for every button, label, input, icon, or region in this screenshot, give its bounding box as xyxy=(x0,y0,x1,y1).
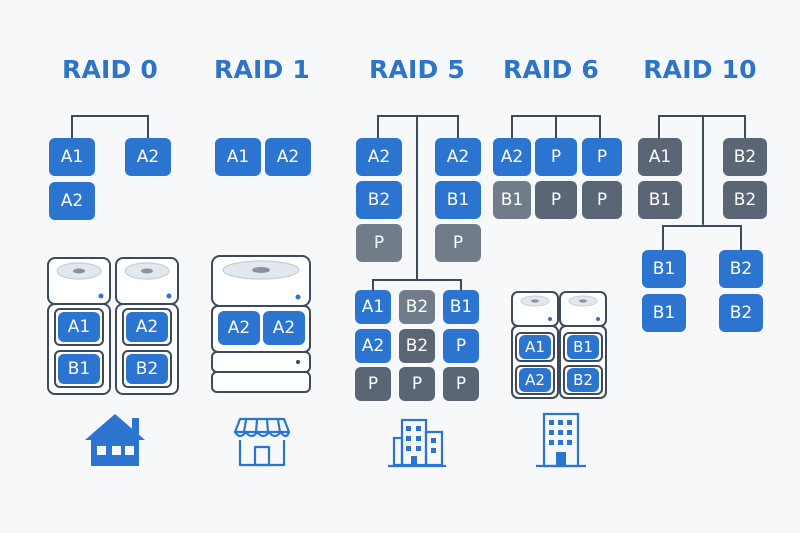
raid1-bay-block: A2 xyxy=(218,311,260,345)
storefront-icon xyxy=(233,417,291,467)
raid5-block: B1 xyxy=(435,181,481,219)
raid0-bay-block: B1 xyxy=(58,354,100,384)
raid10-sub-connector xyxy=(662,225,742,251)
raid1-server-unit-2 xyxy=(211,371,311,393)
raid6-block: B1 xyxy=(493,181,531,219)
tall-building-icon xyxy=(536,412,586,468)
raid1-block: A1 xyxy=(215,138,261,176)
raid0-block: A1 xyxy=(49,138,95,176)
raid10-sub-block: B1 xyxy=(642,250,686,288)
raid0-bay-block: B2 xyxy=(126,354,168,384)
raid0-block: A2 xyxy=(49,182,95,220)
raid5-block: A2 xyxy=(356,138,402,176)
connector-lines xyxy=(71,115,746,291)
raid6-bay-block: A1 xyxy=(519,335,551,359)
raid5-grid-block: A2 xyxy=(355,329,391,363)
raid0-bay-block: A2 xyxy=(126,312,168,342)
raid5-grid-block: B2 xyxy=(399,290,435,324)
raid5-parity-block: P xyxy=(435,224,481,262)
raid0-block: A2 xyxy=(125,138,171,176)
raid6-block: P xyxy=(535,181,577,219)
raid1-title: RAID 1 xyxy=(214,55,310,84)
raid6-disk-platters xyxy=(520,295,600,321)
raid6-block: P xyxy=(582,181,622,219)
raid6-block: P xyxy=(535,138,577,176)
raid5-top-connector xyxy=(377,115,459,281)
raid5-title: RAID 5 xyxy=(369,55,465,84)
house-icon xyxy=(85,414,145,466)
raid5-grid-block: P xyxy=(355,367,391,401)
raid5-parity-block: P xyxy=(356,224,402,262)
raid6-title: RAID 6 xyxy=(503,55,599,84)
raid5-grid-block: B1 xyxy=(443,290,479,324)
raid6-bay-block: B1 xyxy=(567,335,599,359)
raid1-bay-block: A2 xyxy=(263,311,305,345)
raid5-grid-block: B2 xyxy=(399,329,435,363)
raid5-grid-block: P xyxy=(443,329,479,363)
raid5-grid-block: A1 xyxy=(355,290,391,324)
raid10-top-connector xyxy=(658,115,746,225)
raid10-sub-block: B1 xyxy=(642,294,686,332)
raid10-block: A1 xyxy=(638,138,682,176)
raid5-grid-block: P xyxy=(443,367,479,401)
office-building-icon xyxy=(388,418,446,468)
raid10-block: B2 xyxy=(723,138,767,176)
raid6-block: A2 xyxy=(493,138,531,176)
raid6-bay-block: B2 xyxy=(567,368,599,392)
raid10-title: RAID 10 xyxy=(643,55,757,84)
raid0-connector xyxy=(71,115,149,139)
raid5-block: A2 xyxy=(435,138,481,176)
raid5-bottom-connector xyxy=(372,279,462,291)
raid10-sub-block: B2 xyxy=(719,250,763,288)
raid6-connector xyxy=(511,115,601,139)
raid6-block: P xyxy=(582,138,622,176)
raid5-grid-block: P xyxy=(399,367,435,401)
raid10-sub-block: B2 xyxy=(719,294,763,332)
raid10-block: B2 xyxy=(723,181,767,219)
raid1-disk-platter xyxy=(222,260,301,364)
raid0-disk-platters xyxy=(56,262,172,299)
raid0-bay-block: A1 xyxy=(58,312,100,342)
raid10-block: B1 xyxy=(638,181,682,219)
raid0-title: RAID 0 xyxy=(62,55,158,84)
raid5-block: B2 xyxy=(356,181,402,219)
raid1-server-unit-1 xyxy=(211,351,311,373)
raid6-bay-block: A2 xyxy=(519,368,551,392)
raid1-block: A2 xyxy=(265,138,311,176)
